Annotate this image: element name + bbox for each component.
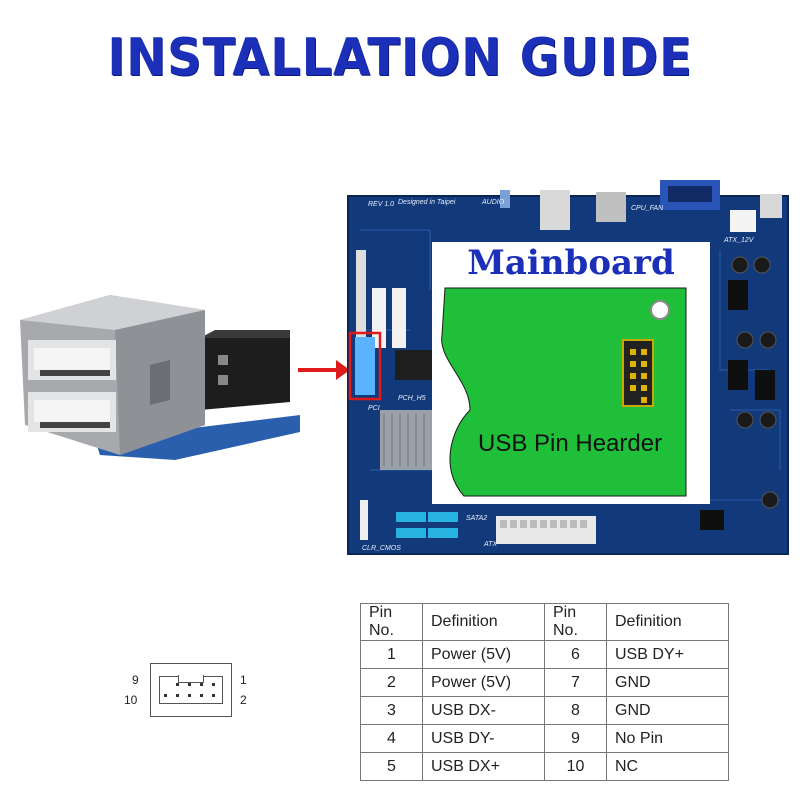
- usb-adapter-image: [20, 295, 300, 460]
- definition-cell: GND: [606, 696, 729, 725]
- pin-number-cell: 8: [544, 696, 607, 725]
- board-label-sata2: SATA2: [466, 515, 487, 522]
- pin-label-2: 2: [240, 693, 247, 707]
- pin-number-cell: 10: [544, 752, 607, 781]
- board-label-atx: ATX: [483, 541, 497, 548]
- pin-dot: [200, 683, 203, 686]
- definition-cell: USB DY-: [422, 724, 545, 753]
- pin-number-cell: 9: [544, 724, 607, 753]
- definition-cell: USB DX+: [422, 752, 545, 781]
- pin-number-cell: 2: [360, 668, 423, 697]
- header-definition: Definition: [422, 603, 545, 641]
- pin-dot: [212, 683, 215, 686]
- pin-label-9: 9: [132, 673, 139, 687]
- board-label-pch: PCH_H5: [398, 395, 426, 402]
- installation-illustration: REV 1.0 Designed in Taipei AUDIO CPU_FAN…: [20, 180, 789, 555]
- pin-header-diagram: 9 10 1 2: [120, 663, 270, 723]
- pin-header-notch: [178, 675, 204, 683]
- definition-cell: Power (5V): [422, 668, 545, 697]
- pin-number-cell: 3: [360, 696, 423, 725]
- pin-dot: [212, 694, 215, 697]
- pin-dot: [176, 683, 179, 686]
- pin-label-1: 1: [240, 673, 247, 687]
- board-label-rev: REV 1.0: [368, 201, 394, 208]
- pin-label-10: 10: [124, 693, 138, 707]
- pin-number-cell: 6: [544, 640, 607, 669]
- header-pin-no: Pin No.: [544, 603, 607, 641]
- pin-dot: [188, 683, 191, 686]
- usb-pin-header-icon: [622, 339, 654, 407]
- board-label-designed: Designed in Taipei: [398, 199, 456, 206]
- pin-number-cell: 5: [360, 752, 423, 781]
- table-row: 4 USB DY- 9 No Pin: [360, 724, 729, 753]
- board-label-clr-cmos: CLR_CMOS: [362, 545, 401, 552]
- pin-number-cell: 4: [360, 724, 423, 753]
- card-title: Mainboard: [467, 243, 674, 283]
- table-row: 3 USB DX- 8 GND: [360, 696, 729, 725]
- header-definition: Definition: [606, 603, 729, 641]
- pin-dot: [176, 694, 179, 697]
- pin-header-inner: [159, 675, 223, 704]
- board-label-cpu-fan: CPU_FAN: [631, 205, 664, 212]
- red-arrow-icon: [298, 360, 350, 380]
- pin-number-cell: 1: [360, 640, 423, 669]
- definition-cell: Power (5V): [422, 640, 545, 669]
- pin-header-outline: [150, 663, 232, 717]
- pin-definition-table: Pin No. Definition Pin No. Definition 1 …: [360, 603, 729, 781]
- table-row: 1 Power (5V) 6 USB DY+: [360, 640, 729, 669]
- pin-dot: [188, 694, 191, 697]
- board-label-audio: AUDIO: [481, 199, 505, 206]
- board-label-pci: PCI: [368, 405, 380, 412]
- definition-cell: USB DX-: [422, 696, 545, 725]
- definition-cell: No Pin: [606, 724, 729, 753]
- mainboard-card: Mainboard USB Pin Hearder: [432, 242, 710, 504]
- pin-number-cell: 7: [544, 668, 607, 697]
- definition-cell: USB DY+: [606, 640, 729, 669]
- pin-dot: [164, 694, 167, 697]
- definition-cell: GND: [606, 668, 729, 697]
- table-row: 5 USB DX+ 10 NC: [360, 752, 729, 781]
- mounting-hole-icon: [650, 300, 670, 320]
- table-header-row: Pin No. Definition Pin No. Definition: [360, 603, 729, 641]
- board-label-atx12v: ATX_12V: [723, 237, 755, 244]
- table-row: 2 Power (5V) 7 GND: [360, 668, 729, 697]
- card-subtitle: USB Pin Hearder: [478, 430, 662, 457]
- header-pin-no: Pin No.: [360, 603, 423, 641]
- definition-cell: NC: [606, 752, 729, 781]
- page-title: INSTALLATION GUIDE: [107, 28, 693, 88]
- pin-dot: [200, 694, 203, 697]
